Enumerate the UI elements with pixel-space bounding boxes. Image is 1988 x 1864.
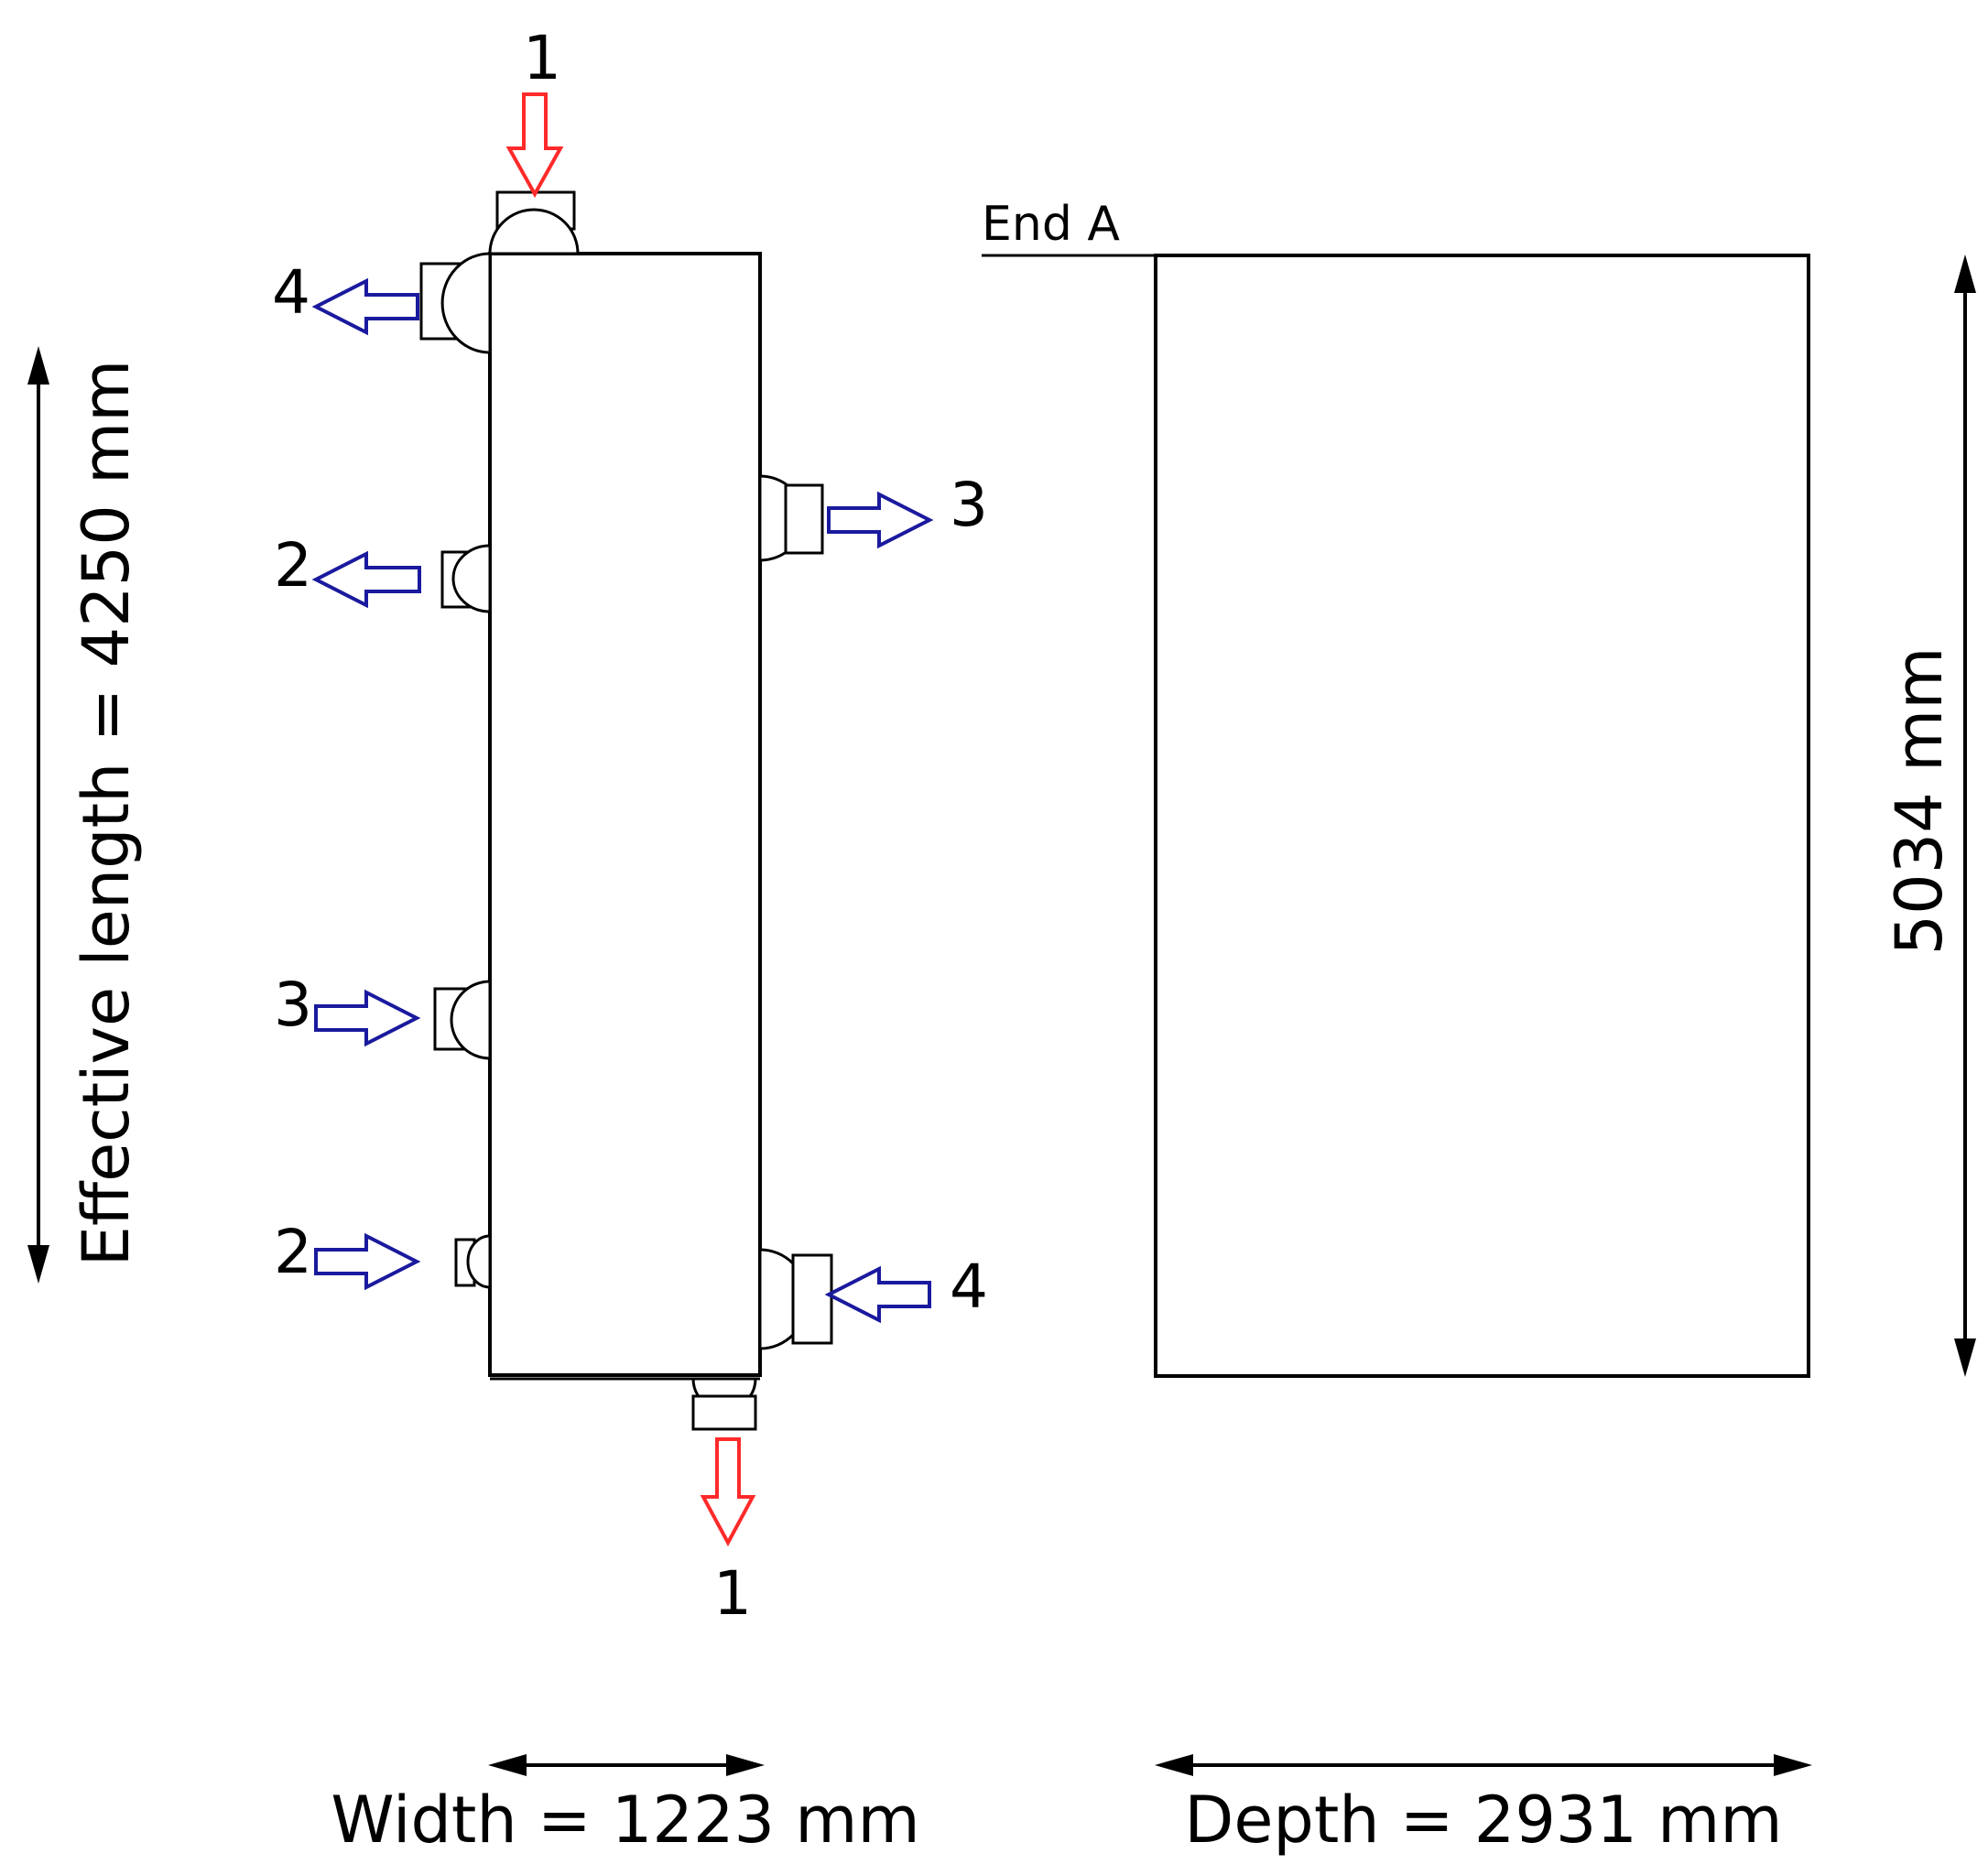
side-body xyxy=(1154,254,1810,1378)
hot-outlet-arrow xyxy=(700,1437,756,1547)
port-number-left-lower-3: 3 xyxy=(274,970,312,1040)
port-number-right-upper-3: 3 xyxy=(950,470,988,540)
side-view: End A 5034 mm Depth = 2931 mm xyxy=(982,197,1976,1858)
end-a-label: End A xyxy=(982,197,1120,252)
nozzle-top xyxy=(488,190,580,255)
nozzle-right-upper-3 xyxy=(758,474,824,562)
port-number-bottom-1: 1 xyxy=(713,1558,752,1629)
port-number-left-lower-2: 2 xyxy=(274,1217,312,1287)
nozzle-right-lower-4 xyxy=(758,1248,833,1350)
nozzle-left-lower-2 xyxy=(454,1234,492,1289)
nozzle-left-lower-3 xyxy=(433,980,492,1060)
nozzle-bottom xyxy=(691,1377,757,1431)
cold-arrow-right-upper-3 xyxy=(827,491,934,549)
effective-length-arrow-top xyxy=(27,346,49,385)
nozzle-left-upper-4 xyxy=(419,252,492,354)
port-number-left-upper-2: 2 xyxy=(274,530,312,601)
effective-length-arrow-bottom xyxy=(27,1245,49,1284)
cold-arrow-right-lower-4 xyxy=(824,1265,931,1324)
height-label: 5034 mm xyxy=(1882,647,1957,956)
depth-arrow-left xyxy=(1155,1754,1193,1776)
cold-arrow-left-lower-3 xyxy=(314,989,421,1047)
port-number-top-1: 1 xyxy=(523,23,561,93)
height-arrow-top xyxy=(1954,255,1976,293)
width-arrow-right xyxy=(726,1754,765,1776)
height-arrow-bottom xyxy=(1954,1338,1976,1377)
cold-arrow-left-upper-4 xyxy=(311,277,419,336)
cold-arrow-left-upper-2 xyxy=(311,550,421,609)
front-view: 1 4 3 2 3 2 4 1 Effective length = 4250 … xyxy=(27,23,988,1858)
exchanger-body xyxy=(488,252,762,1377)
cold-arrow-left-lower-2 xyxy=(314,1232,421,1291)
width-arrow-left xyxy=(488,1754,527,1776)
width-label: Width = 1223 mm xyxy=(331,1783,919,1858)
port-number-left-upper-4: 4 xyxy=(272,257,310,328)
depth-label: Depth = 2931 mm xyxy=(1184,1783,1782,1858)
hot-inlet-arrow xyxy=(505,92,564,199)
depth-arrow-right xyxy=(1774,1754,1812,1776)
nozzle-left-upper-2 xyxy=(440,544,492,613)
effective-length-label: Effective length = 4250 mm xyxy=(69,360,144,1267)
port-number-right-lower-4: 4 xyxy=(950,1252,988,1322)
